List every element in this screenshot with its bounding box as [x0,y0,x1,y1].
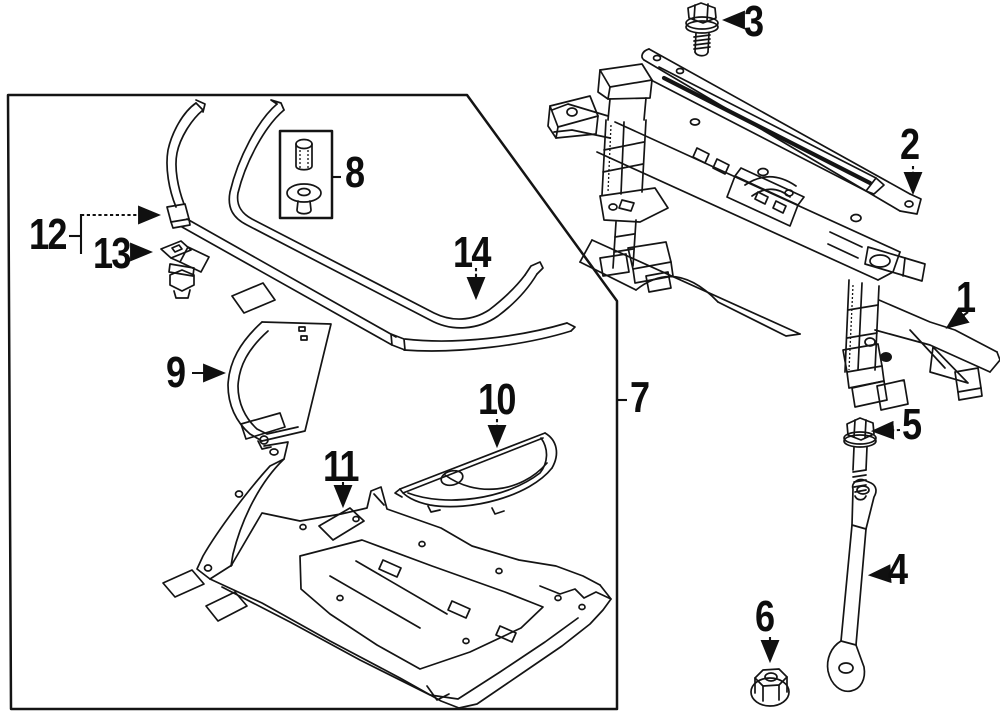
seal-strip-left [166,99,576,352]
link-rod-4 [826,478,877,693]
group-outline-box [6,93,627,711]
shield-10 [394,432,558,515]
bolt-3 [685,2,719,57]
callout-10: 10 [478,375,516,424]
callout-1: 1 [956,273,976,322]
callout-2: 2 [900,120,920,169]
callout-5: 5 [902,400,922,449]
callout-14: 14 [453,228,491,277]
callout-9: 9 [166,348,186,397]
radiator-support [547,63,1000,411]
callout-3: 3 [744,0,764,46]
fastener-inset-8 [278,129,341,220]
leader-lines [69,10,970,664]
callout-8: 8 [345,148,365,197]
clip-13 [160,240,210,299]
seal-strip-14 [228,99,544,329]
pad-11 [318,507,365,541]
splash-shield [196,441,612,709]
tie-bar-2 [641,48,922,215]
shield-9 [227,321,332,450]
pads-lower-left [162,569,248,622]
bolt-5 [843,417,877,501]
callout-11: 11 [323,442,359,491]
nut-6 [750,668,790,707]
callout-4: 4 [888,545,908,594]
callout-6: 6 [755,592,775,641]
callout-7: 7 [630,373,650,422]
callout-13: 13 [93,229,131,278]
callout-12: 12 [29,210,67,259]
pad-upper [231,282,276,314]
